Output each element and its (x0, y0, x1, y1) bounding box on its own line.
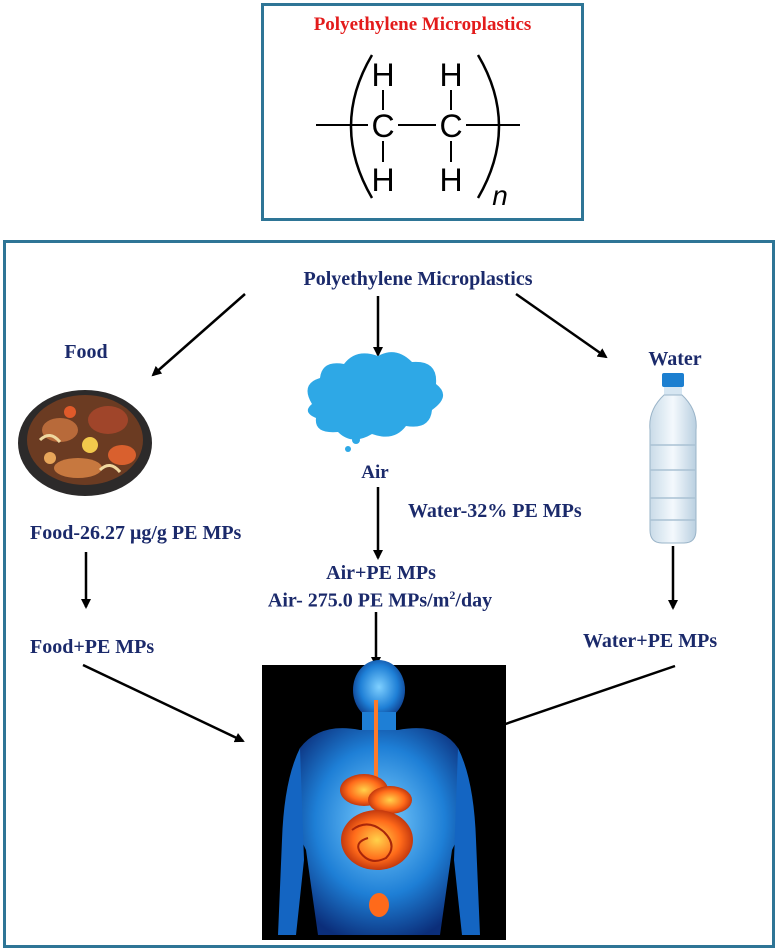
air-concentration: Air- 275.0 PE MPs/m2/day (268, 588, 492, 613)
structure-box: Polyethylene Microplastics (261, 3, 584, 221)
arrow-source-to-water (515, 292, 608, 359)
arrow-food-to-body (82, 663, 245, 743)
water-bottle-icon (649, 373, 697, 544)
arrow-source-to-food (151, 293, 246, 377)
air-combined-label: Air+PE MPs (326, 562, 436, 584)
water-combined-label: Water+PE MPs (583, 630, 718, 652)
atom-h-4: H (439, 162, 462, 198)
air-concentration-main: Air- 275.0 PE MPs/m (267, 589, 450, 612)
flow-box (3, 240, 775, 948)
source-label: Polyethylene Microplastics (303, 268, 533, 290)
right-bracket (476, 54, 501, 199)
water-concentration: Water-32% PE MPs (408, 500, 582, 522)
food-concentration: Food-26.27 μg/g PE MPs (30, 522, 242, 544)
arrow-water-to-body (480, 664, 676, 735)
air-label: Air (361, 462, 389, 483)
human-digestive-system-icon (262, 660, 506, 940)
food-label: Food (64, 341, 108, 363)
atom-h-1: H (371, 57, 394, 93)
atom-h-2: H (439, 57, 462, 93)
atom-h-3: H (371, 162, 394, 198)
left-bracket (349, 54, 374, 199)
food-combined-label: Food+PE MPs (30, 636, 155, 658)
water-label: Water (648, 348, 702, 370)
atom-c-1: C (371, 108, 394, 144)
cloud-icon (307, 352, 444, 452)
subscript-n: n (492, 180, 508, 211)
seafood-plate-icon (18, 390, 152, 496)
atom-c-2: C (439, 108, 462, 144)
air-concentration-unit: /day (455, 589, 493, 612)
air-concentration-sup: 2 (449, 588, 456, 602)
structure-title: Polyethylene Microplastics (313, 14, 532, 35)
